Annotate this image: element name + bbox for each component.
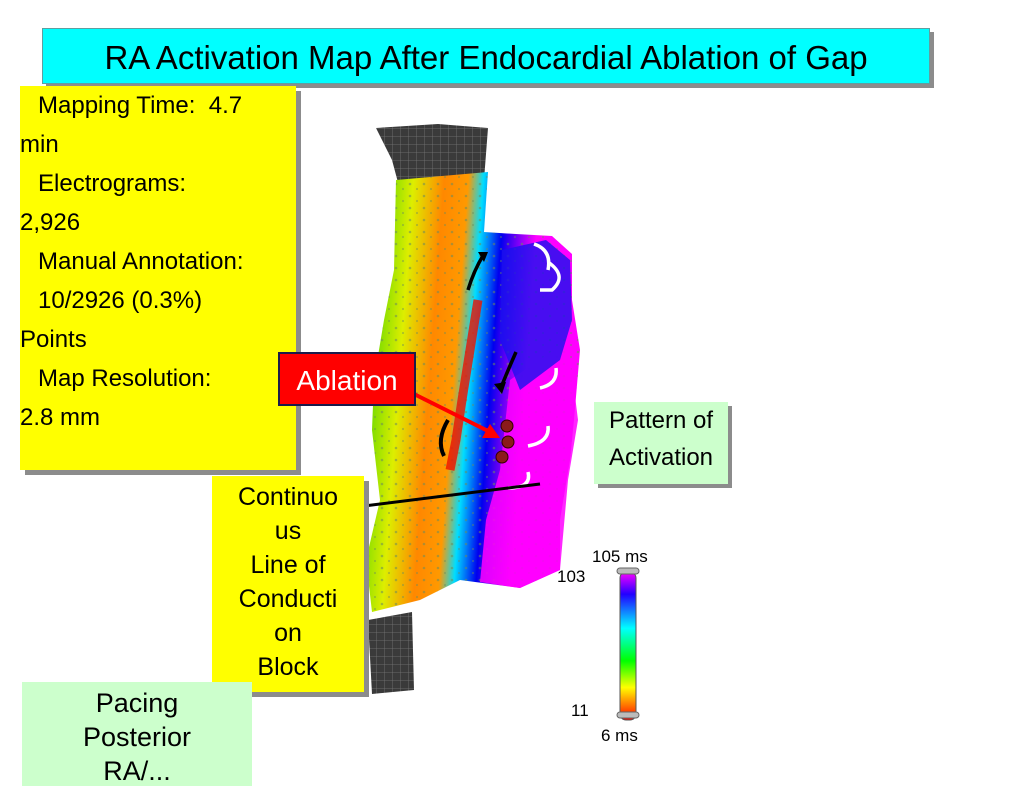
activation-arrow-wave	[438, 418, 450, 457]
ablation-pointer	[409, 390, 495, 436]
scale-top-value: 105 ms	[592, 547, 648, 566]
ablation-label: Ablation	[278, 352, 416, 406]
conduction-block-label: Continuo us Line of Conducti on Block	[212, 476, 364, 692]
block-label-line: us	[274, 517, 302, 545]
scale-top-index: 103	[557, 567, 585, 586]
block-label-line: Conducti	[238, 585, 338, 613]
late-activation-region	[480, 340, 578, 588]
block-label-line: Block	[257, 653, 319, 681]
svc-grid-region	[376, 124, 488, 190]
scale-bottom-value: 6 ms	[601, 726, 638, 745]
pacing-label-line: Posterior	[82, 722, 192, 752]
pacing-label-line: Pacing	[95, 688, 179, 718]
block-label-line: on	[274, 619, 302, 647]
block-pointer-line	[363, 482, 541, 508]
ablation-point	[495, 450, 509, 464]
block-label-line: Continuo	[237, 483, 339, 511]
ablation-point	[500, 419, 514, 433]
slide-title: RA Activation Map After Endocardial Abla…	[42, 28, 930, 84]
pacing-label-line: RA/...	[103, 756, 171, 786]
mapping-time-value: 4.7	[208, 92, 243, 119]
manual-annotation-value: 10/2926 (0.3%)	[38, 287, 203, 314]
ivc-grid-region	[368, 612, 414, 694]
manual-annotation-unit: Points	[20, 326, 87, 353]
electrograms-value: 2,926	[20, 209, 81, 236]
electrograms-label: Electrograms:	[38, 170, 187, 197]
line-of-block	[445, 299, 483, 471]
intermediate-activation-region	[500, 240, 572, 390]
manual-annotation-label: Manual Annotation:	[38, 248, 244, 275]
pattern-of-activation-label: Pattern of Activation	[594, 402, 728, 484]
ablation-point	[501, 435, 515, 449]
scale-bottom-index: 11	[571, 701, 589, 720]
activation-map-figure: 105 ms 103 11 6 ms	[363, 124, 648, 745]
mapping-time-label: Mapping Time:	[38, 92, 196, 119]
color-scale-bar	[619, 571, 637, 721]
map-resolution-value: 2.8 mm	[20, 404, 101, 431]
mapping-time-unit: min	[20, 131, 59, 158]
mapping-info-box: Mapping Time: 4.7 min Electrograms: 2,92…	[20, 86, 296, 470]
block-label-line: Line of	[250, 551, 326, 579]
pacing-site-label: Pacing Posterior RA/...	[22, 682, 252, 786]
map-resolution-label: Map Resolution:	[38, 365, 212, 392]
